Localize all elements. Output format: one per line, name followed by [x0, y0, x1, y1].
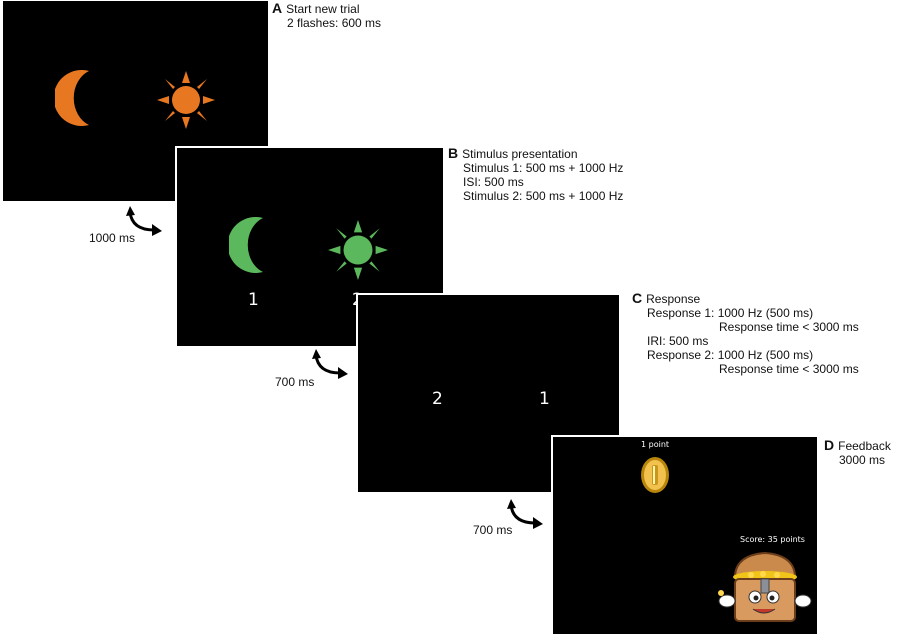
panel-letter: C — [632, 290, 643, 306]
stimulus-number-1: 1 — [248, 290, 259, 310]
panel-b-stimulus-1: Stimulus 1: 500 ms + 1000 Hz — [463, 161, 624, 175]
panel-a-flashes: 2 flashes: 600 ms — [287, 16, 382, 30]
panel-c-response-1-time: Response time < 3000 ms — [719, 320, 859, 334]
panel-a-title: Start new trial — [286, 2, 360, 16]
curved-arrow-icon — [507, 499, 543, 529]
timing-label: 1000 ms — [89, 231, 136, 245]
timing-label: 700 ms — [473, 523, 513, 537]
moon-icon — [229, 217, 263, 273]
score-text: Score: 35 points — [740, 535, 805, 544]
sun-icon — [328, 220, 388, 280]
treasure-chest-icon — [718, 551, 812, 622]
panel-d-title: Feedback — [838, 439, 891, 453]
panel-c-response-2-time: Response time < 3000 ms — [719, 362, 859, 376]
response-number-2: 2 — [432, 389, 443, 409]
curved-arrow-icon — [126, 206, 162, 236]
response-number-1: 1 — [539, 389, 550, 409]
coin-icon — [641, 457, 669, 493]
panel-b-stimulus-2: Stimulus 2: 500 ms + 1000 Hz — [463, 189, 624, 203]
point-text: 1 point — [641, 440, 670, 449]
screen-start-trial — [3, 1, 268, 201]
curved-arrow-icon — [312, 349, 348, 379]
panel-letter: B — [448, 145, 459, 161]
panel-b-isi: ISI: 500 ms — [463, 175, 524, 189]
panel-letter: D — [824, 437, 835, 453]
panel-d-duration: 3000 ms — [839, 453, 886, 467]
moon-icon — [55, 70, 89, 126]
panel-letter: A — [272, 0, 283, 16]
panel-b-title: Stimulus presentation — [462, 147, 578, 161]
panel-c-title: Response — [646, 292, 701, 306]
panel-c-iri: IRI: 500 ms — [647, 334, 709, 348]
sun-icon — [157, 71, 215, 129]
panel-c-response-2: Response 2: 1000 Hz (500 ms) — [647, 348, 814, 362]
panel-c-response-1: Response 1: 1000 Hz (500 ms) — [647, 306, 814, 320]
timing-label: 700 ms — [275, 375, 315, 389]
screen-feedback: 1 point Score: 35 points — [551, 435, 819, 636]
